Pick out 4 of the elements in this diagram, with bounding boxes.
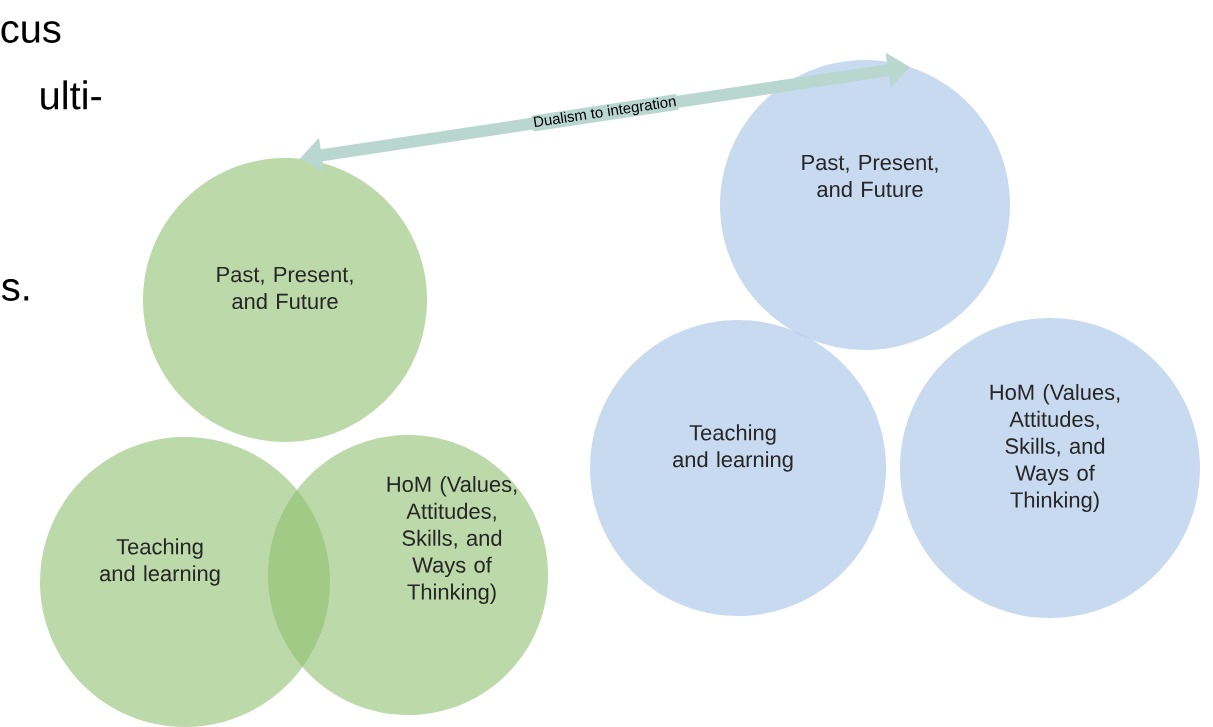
text-fragment: ulti-: [41, 80, 102, 110]
edge-label: Dualism to integration: [531, 94, 679, 132]
text-fragment: cus: [1, 21, 61, 43]
text-fragment: s.: [1, 279, 29, 301]
